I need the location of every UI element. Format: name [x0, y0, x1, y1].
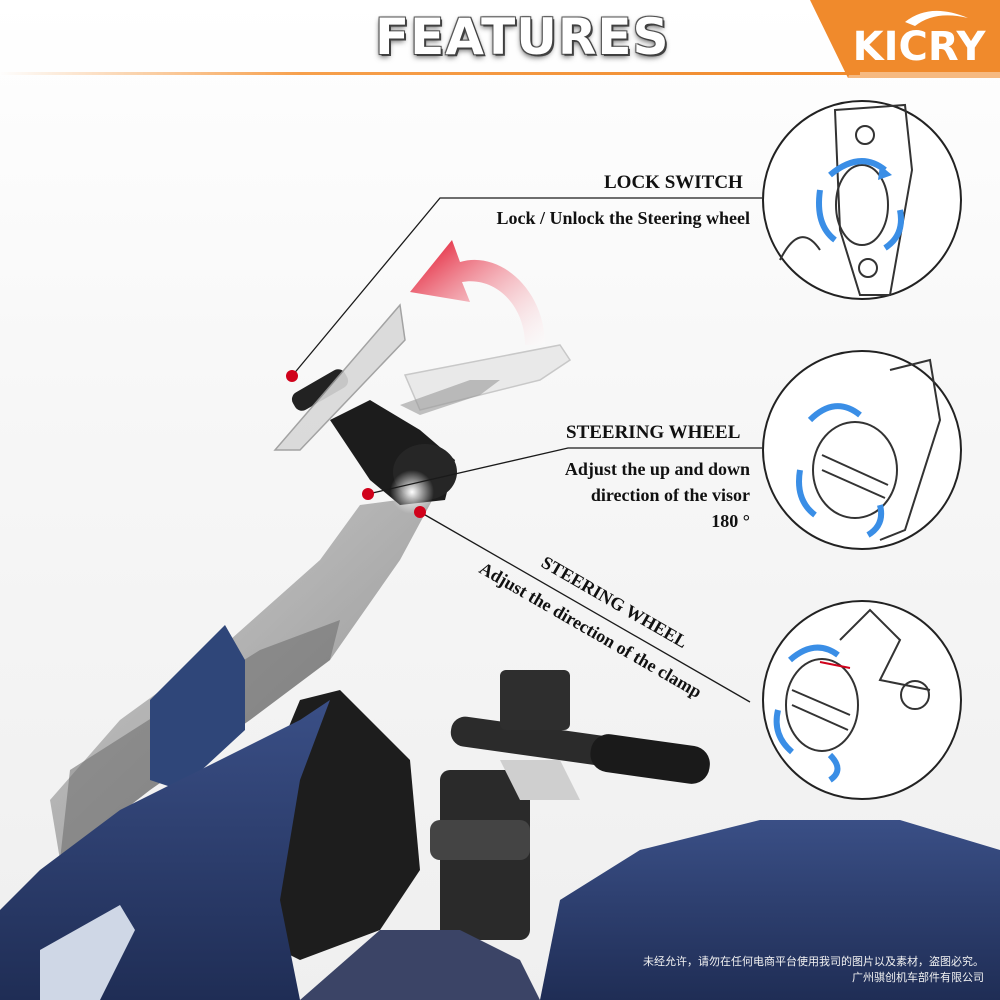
- header-underline: [0, 72, 860, 75]
- callout-lock-switch-desc: Lock / Unlock the Steering wheel: [496, 208, 751, 228]
- detail-visor-wheel: [762, 350, 962, 550]
- motorcycle-tank: [540, 820, 1000, 1000]
- company-name: 广州骐创机车部件有限公司: [852, 971, 984, 984]
- detail-lock-switch: [762, 100, 962, 300]
- brand-logo: KICRY: [852, 24, 986, 70]
- callout-lock-switch-title: LOCK SWITCH: [604, 172, 743, 193]
- callout-visor-wheel-title: STEERING WHEEL: [566, 422, 741, 443]
- marker-lock-switch: [286, 370, 298, 382]
- callout-visor-wheel-desc-line: 180 °: [711, 511, 750, 531]
- handlebar: [430, 670, 710, 940]
- callout-visor-wheel-desc: Adjust the up and down direction of the …: [500, 456, 750, 534]
- mirror: [150, 625, 245, 790]
- detail-clamp-wheel: [762, 600, 962, 800]
- logo-swoosh-icon: [905, 10, 968, 26]
- page-title: FEATURES: [375, 8, 670, 66]
- marker-clamp-wheel: [414, 506, 426, 518]
- callout-visor-wheel-desc-line: direction of the visor: [590, 485, 750, 505]
- copyright-notice: 未经允许，请勿在任何电商平台使用我司的图片以及素材，盗图必究。 广州骐创机车部件…: [643, 954, 984, 986]
- motorcycle-front-fairing: [0, 700, 330, 1000]
- mount-bracket: [291, 369, 457, 514]
- brand-corner: [810, 0, 1000, 78]
- visor-raised: [273, 303, 406, 451]
- leader-lines: [291, 197, 762, 703]
- rotation-arrow: [410, 240, 545, 345]
- copyright-line: 未经允许，请勿在任何电商平台使用我司的图片以及素材，盗图必究。: [643, 955, 984, 968]
- callout-visor-wheel-desc-line: Adjust the up and down: [564, 459, 750, 479]
- marker-visor-wheel: [362, 488, 374, 500]
